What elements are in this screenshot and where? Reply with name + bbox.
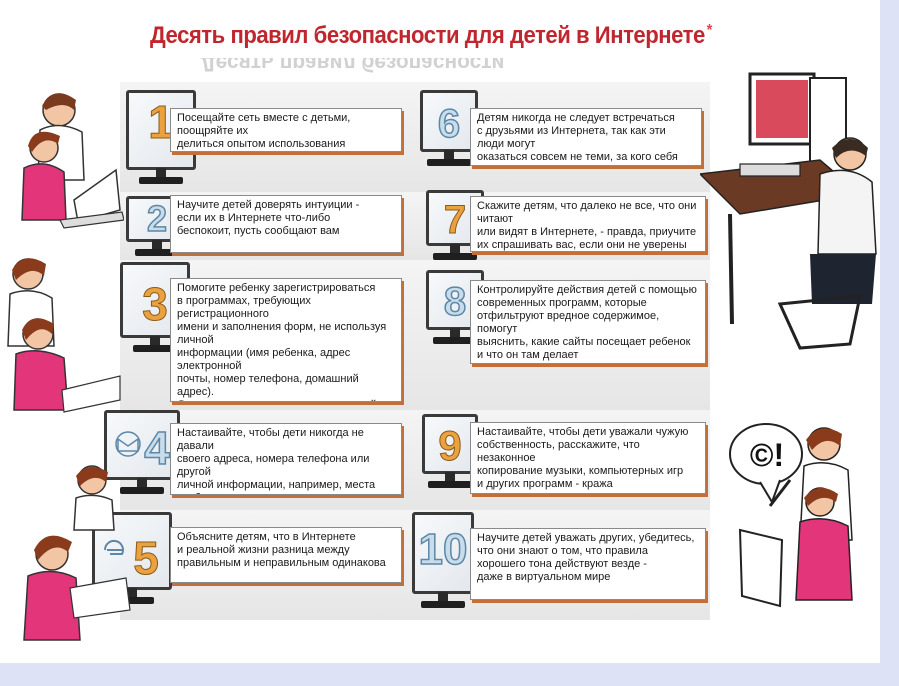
rule-card-9: Настаивайте, чтобы дети уважали чужую со… xyxy=(470,422,706,494)
illustration-man-computer xyxy=(700,72,877,350)
rule-card-4: Настаивайте, чтобы дети никогда не давал… xyxy=(170,423,402,495)
rule-card-7: Скажите детям, что далеко не все, что он… xyxy=(470,196,706,252)
rule-card-3: Помогите ребенку зарегистрироваться в пр… xyxy=(170,278,402,402)
copyright-speech-text: ©! xyxy=(749,437,785,473)
rule-card-8: Контролируйте действия детей с помощью с… xyxy=(470,280,706,364)
rule-card-1: Посещайте сеть вместе с детьми, поощряйт… xyxy=(170,108,402,152)
poster-title: Десять правил безопасности для детей в И… xyxy=(150,22,712,49)
rule-number-8: 8 xyxy=(443,279,467,325)
rule-number-3: 3 xyxy=(142,278,169,330)
envelope-globe-icon xyxy=(115,431,141,457)
monitor-9: 9 xyxy=(422,414,478,488)
illustration-kids-laptop xyxy=(21,93,124,229)
safety-poster: Десять правил безопасности для детей в И… xyxy=(7,22,877,641)
rule-card-6: Детям никогда не следует встречаться с д… xyxy=(470,108,702,166)
rule-number-10: 10 xyxy=(418,524,468,575)
rule-number-4: 4 xyxy=(143,422,170,474)
rule-number-5: 5 xyxy=(133,532,160,584)
rule-number-6: 6 xyxy=(437,101,461,147)
internet-e-icon xyxy=(103,539,124,555)
rule-card-5: Объясните детям, что в Интернете и реаль… xyxy=(170,527,402,583)
rule-number-1: 1 xyxy=(148,96,175,148)
rule-number-2: 2 xyxy=(146,198,168,239)
rule-number-7: 7 xyxy=(443,198,467,243)
title-asterisk: * xyxy=(706,22,713,39)
frame-border-bottom xyxy=(0,663,899,686)
rule-card-2: Научите детей доверять интуиции - если и… xyxy=(170,195,402,253)
illustration-kids-copyright xyxy=(729,423,853,608)
illustration-kids-writing xyxy=(7,258,121,413)
title-reflection: Десять правил безопасности xyxy=(200,58,505,74)
illustration-girl-papers xyxy=(23,465,131,641)
rule-number-9: 9 xyxy=(438,422,462,470)
monitor-6: 6 xyxy=(420,90,478,166)
rule-card-10: Научите детей уважать других, убедитесь,… xyxy=(470,528,706,600)
monitor-10: 10 xyxy=(412,512,474,608)
frame-border-right xyxy=(880,0,899,686)
